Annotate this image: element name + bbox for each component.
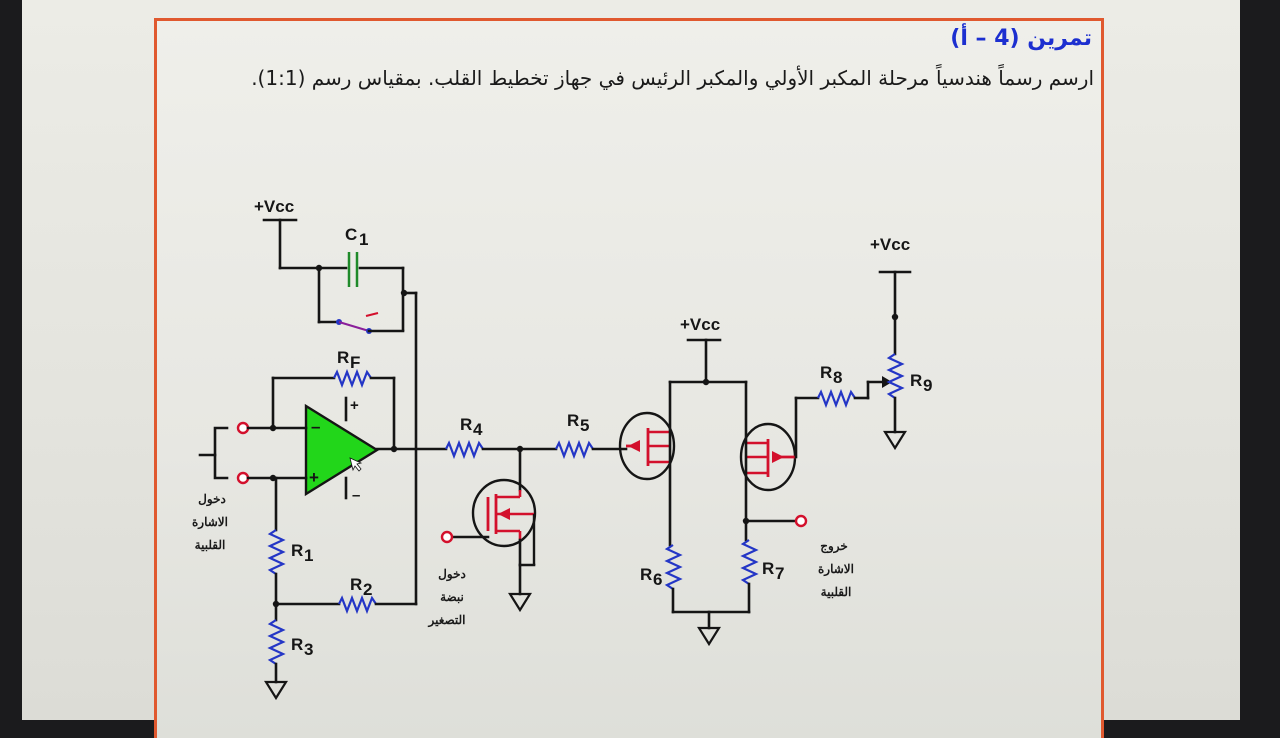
rf-label: R xyxy=(337,348,349,367)
resistor-r8: R 8 xyxy=(817,363,892,409)
reset-note-2: نبضة xyxy=(440,590,464,604)
r7-label: R xyxy=(762,559,774,578)
capacitor-c1: C 1 xyxy=(278,225,405,332)
input-note-1: دخول xyxy=(198,492,226,507)
supply-minus: – xyxy=(352,487,360,504)
input-note-2: الاشارة xyxy=(192,515,228,530)
vcc-right-label: +Vcc xyxy=(870,235,910,254)
r5-subscript: 5 xyxy=(580,416,589,435)
supply-plus: + xyxy=(350,397,359,414)
output-note-1: خروج xyxy=(820,539,848,554)
vcc-left: +Vcc xyxy=(254,197,298,270)
reset-switch xyxy=(315,264,405,334)
r3-label: R xyxy=(291,635,303,654)
r7-subscript: 7 xyxy=(775,564,784,583)
r2-subscript: 2 xyxy=(363,580,372,599)
resistor-r3: R 3 xyxy=(264,602,313,701)
resistor-r5: R 5 xyxy=(555,411,594,460)
c1-subscript: 1 xyxy=(359,230,368,249)
reset-note-1: دخول xyxy=(438,567,466,582)
r8-subscript: 8 xyxy=(833,368,842,387)
mosfet-right xyxy=(739,380,797,542)
rf-subscript: F xyxy=(350,353,360,372)
r1-label: R xyxy=(291,541,303,560)
resistor-r4: R 4 xyxy=(445,415,484,460)
r4-label: R xyxy=(460,415,472,434)
ecg-amplifier-circuit: +Vcc C 1 R F – + + xyxy=(192,197,932,701)
r4-subscript: 4 xyxy=(473,420,483,439)
r8-label: R xyxy=(820,363,832,382)
mosfet-left xyxy=(618,380,676,547)
potentiometer-r9: R 9 xyxy=(883,353,932,451)
reset-note-3: التصغير xyxy=(427,613,465,628)
exercise-instruction: ارسم رسماً هندسياً مرحلة المكبر الأولي و… xyxy=(251,66,1094,90)
signal-output: خروج الاشارة القلبية xyxy=(742,514,854,599)
vcc-middle-label: +Vcc xyxy=(680,315,720,334)
r6-label: R xyxy=(640,565,652,584)
r5-label: R xyxy=(567,411,579,430)
resistor-r6: R 6 xyxy=(640,544,683,614)
op-amp: – + + – xyxy=(304,396,380,504)
r9-subscript: 9 xyxy=(923,376,932,395)
r6-subscript: 6 xyxy=(653,570,662,589)
input-note-3: القلبية xyxy=(195,538,226,552)
c1-label: C xyxy=(345,225,357,244)
output-note-2: الاشارة xyxy=(818,562,854,577)
reset-mosfet: دخول نبضة التصغير xyxy=(427,447,537,628)
opamp-noninverting: + xyxy=(309,468,319,487)
r9-label: R xyxy=(910,371,922,390)
resistor-rf: R F xyxy=(271,348,396,451)
r2-label: R xyxy=(350,575,362,594)
resistor-r7: R 7 xyxy=(740,539,784,614)
vcc-left-label: +Vcc xyxy=(254,197,294,216)
opamp-inverting: – xyxy=(311,417,320,436)
vcc-middle: +Vcc xyxy=(668,315,748,386)
exercise-title: تمرين (4 – أ) xyxy=(950,26,1092,51)
resistor-r2: R 2 xyxy=(272,575,418,615)
resistor-r1: R 1 xyxy=(267,476,313,606)
r3-subscript: 3 xyxy=(304,640,313,659)
output-note-3: القلبية xyxy=(821,585,852,599)
vcc-right: +Vcc xyxy=(870,235,912,356)
r1-subscript: 1 xyxy=(304,546,313,565)
signal-input: دخول الاشارة القلبية xyxy=(192,421,308,552)
